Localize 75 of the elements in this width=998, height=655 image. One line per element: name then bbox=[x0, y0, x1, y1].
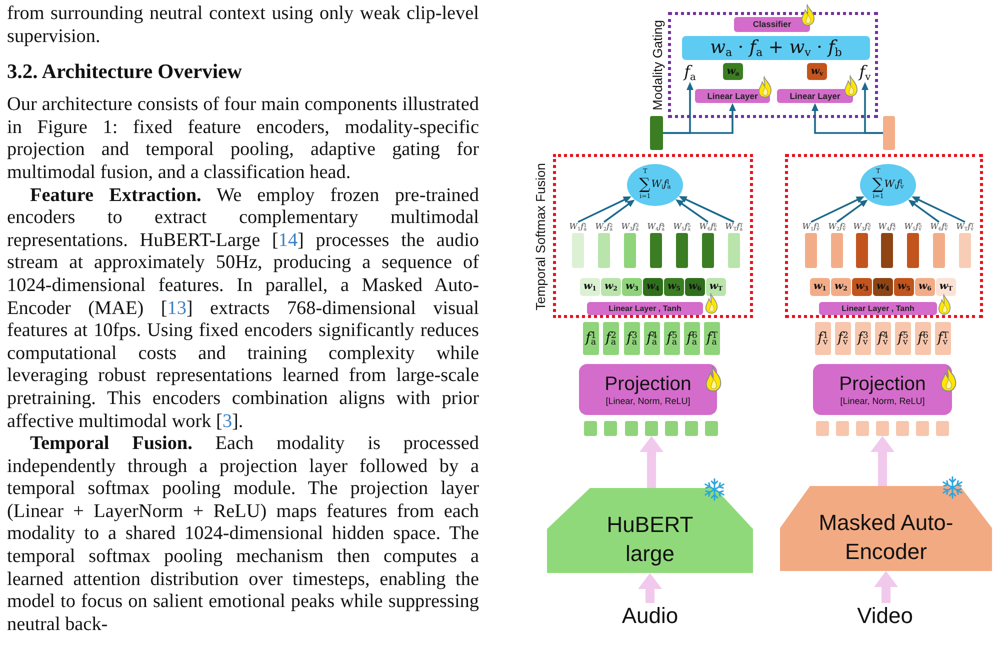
feature-square bbox=[685, 421, 698, 436]
citation-link: 13 bbox=[167, 298, 186, 319]
arrow bbox=[862, 82, 883, 134]
input-label: Audio bbox=[622, 603, 678, 628]
feature-square bbox=[916, 421, 929, 436]
feature-bar bbox=[883, 116, 895, 150]
feature-square bbox=[896, 421, 909, 436]
weight-box: w$_{a}$ bbox=[723, 63, 743, 80]
section-heading: 3.2. Architecture Overview bbox=[7, 60, 243, 84]
citation-link: 3 bbox=[222, 410, 232, 432]
feature-square bbox=[936, 421, 949, 436]
weight-box: w$_{3}$ bbox=[852, 278, 872, 296]
feature-square bbox=[876, 421, 889, 436]
layer-box: Linear Layer bbox=[777, 89, 853, 103]
box-title: Projection bbox=[604, 373, 692, 396]
encoder-label: Masked Auto-Encoder bbox=[818, 509, 954, 566]
layer-box: Linear Layer , Tanh bbox=[587, 302, 703, 315]
formula-box: w$_{a}$ · f$_{a}$ + w$_{v}$ · f$_{b}$ bbox=[682, 36, 870, 60]
arrow bbox=[908, 200, 940, 223]
projection-box bbox=[813, 364, 952, 415]
box-subtitle: [Linear, Norm, ReLU] bbox=[606, 396, 690, 406]
weight-box: w$_{2}$ bbox=[831, 278, 851, 296]
feature-square bbox=[836, 421, 849, 436]
feature-square bbox=[625, 421, 638, 436]
citation-link: 14 bbox=[278, 230, 298, 251]
projection-box bbox=[579, 364, 717, 415]
feature-square bbox=[665, 421, 678, 436]
arrow bbox=[578, 196, 632, 223]
weight-box: w$_{T}$ bbox=[706, 278, 726, 296]
body-text: Our architecture consists of four main components illustrated in Figure 1: fixed feature encoders, modality-specific projection and temporal pooling, adaptive gating for multimodal fusion, and a classification head. bbox=[7, 94, 479, 185]
group-title: Temporal Softmax Fusion bbox=[533, 162, 549, 310]
group-title: Modality Gating bbox=[650, 20, 666, 110]
arrow bbox=[874, 571, 898, 603]
feature-bar bbox=[650, 116, 663, 150]
arrow bbox=[836, 200, 868, 223]
body-text: Feature Extraction. We employ frozen pre-trained encoders to extract complementary multimodal representations. HuBERT-Large [14] processes the audio stream at approximately 50Hz, producing a sequence of 1024-dimensional features. In parallel, a Masked Auto-Encoder (MAE) [13] extracts 768-dimensional visual features at 10fps. Using fixed encoders significantly reduces computational costs and training complexity while leveraging robust representations learned from large-scale pretraining. This encoders combination aligns with prior affective multimodal work [3]. bbox=[7, 184, 479, 434]
arrow bbox=[870, 436, 894, 486]
arrow bbox=[678, 196, 734, 223]
feature-square bbox=[584, 421, 597, 436]
weight-box: w$_{6}$ bbox=[685, 278, 705, 296]
body-text: Temporal Fusion. Each modality is processed independently through a projection layer followed by a temporal softmax pooling module. The projection layer (Linear + LayerNorm + ReLU) maps features from each modality to a shared 1024-dimensional hidden space. The temporal softmax pooling mechanism then computes a learned attention distribution over timesteps, enabling the model to focus on salient emotional peaks while suppressing neutral back- bbox=[7, 433, 479, 636]
body-text: from surrounding neutral context using only weak clip-level supervision. bbox=[7, 3, 479, 48]
weight-box: w$_{2}$ bbox=[601, 278, 621, 296]
feature-square bbox=[645, 421, 658, 436]
dotted-group-frame bbox=[785, 154, 983, 318]
arrow bbox=[912, 196, 966, 223]
feature-symbol: f$_{v}$ bbox=[859, 62, 871, 82]
weight-box: w$_{3}$ bbox=[622, 278, 642, 296]
weight-box: w$_{4}$ bbox=[643, 278, 663, 296]
weight-box: w$_{v}$ bbox=[807, 63, 827, 80]
weight-box: w$_{1}$ bbox=[810, 278, 830, 296]
weight-box: w$_{6}$ bbox=[915, 278, 935, 296]
layer-box: Linear Layer , Tanh bbox=[819, 302, 937, 315]
input-label: Video bbox=[857, 603, 913, 628]
box-title: Projection bbox=[839, 373, 926, 396]
weight-box: w$_{1}$ bbox=[580, 278, 600, 296]
arrow bbox=[663, 103, 736, 134]
classifier-box: Classifier bbox=[734, 17, 810, 32]
layer-box: Linear Layer bbox=[695, 89, 770, 103]
arrow bbox=[675, 199, 709, 223]
weight-box: w$_{5}$ bbox=[894, 278, 914, 296]
feature-square bbox=[705, 421, 718, 436]
encoder-label: HuBERT large bbox=[606, 511, 694, 568]
weight-box: w$_{T}$ bbox=[936, 278, 956, 296]
arrow bbox=[638, 573, 662, 603]
feature-symbol: f$_{a}$ bbox=[684, 62, 696, 82]
weight-box: w$_{5}$ bbox=[664, 278, 684, 296]
feature-square bbox=[856, 421, 869, 436]
box-subtitle: [Linear, Norm, ReLU] bbox=[840, 396, 925, 406]
feature-square bbox=[816, 421, 829, 436]
arrow bbox=[603, 200, 635, 223]
arrow bbox=[640, 436, 664, 488]
feature-square bbox=[604, 421, 617, 436]
arrow bbox=[810, 196, 864, 223]
weight-box: w$_{4}$ bbox=[873, 278, 893, 296]
